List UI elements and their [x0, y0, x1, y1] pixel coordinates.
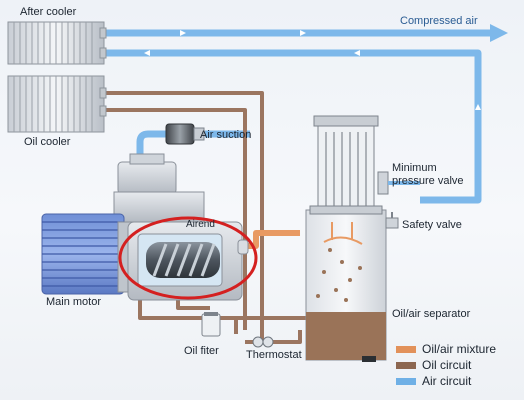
air-suction-label: Air suction: [200, 129, 252, 141]
safety-valve: [385, 212, 399, 229]
oil-air-separator-label: Oil/air separator: [392, 308, 471, 320]
minimum-pressure-valve-label-line1: Minimum: [392, 162, 437, 174]
legend-item-mixture: Oil/air mixture: [396, 341, 522, 357]
legend-label-air: Air circuit: [422, 374, 472, 388]
minimum-pressure-valve-label-line2: pressure valve: [392, 175, 464, 187]
safety-valve-label: Safety valve: [402, 219, 462, 231]
legend-swatch-air: [396, 377, 416, 385]
minimum-pressure-valve: [377, 171, 420, 195]
legend-item-air: Air circuit: [396, 373, 522, 389]
air-flow-arrows: [144, 30, 481, 110]
separator-tank: [305, 209, 387, 362]
legend: Oil/air mixture Oil circuit Air circuit: [396, 341, 522, 389]
airend-body: [127, 221, 249, 301]
airend-label: Airend: [186, 219, 215, 230]
separator-cartridge: [309, 115, 383, 215]
after-cooler: [7, 21, 107, 65]
mixture-pipe: [244, 230, 300, 249]
legend-swatch-mixture: [396, 345, 416, 353]
air-circuit-pipes: [104, 29, 490, 204]
air-suction-filter: [165, 123, 205, 145]
legend-label-mixture: Oil/air mixture: [422, 342, 497, 356]
oil-filter-label: Oil fiter: [184, 345, 219, 357]
compressed-air-label: Compressed air: [400, 15, 478, 27]
main-motor: [41, 213, 133, 295]
after-cooler-label: After cooler: [20, 6, 77, 18]
legend-swatch-oil: [396, 361, 416, 369]
oil-filter: [201, 312, 221, 337]
intake-valve-housing: [113, 153, 205, 223]
thermostat-label: Thermostat: [246, 349, 302, 361]
thermostat: [252, 336, 274, 348]
legend-label-oil: Oil circuit: [422, 358, 472, 372]
compressed-air-arrowhead: [490, 24, 508, 42]
main-motor-label: Main motor: [46, 296, 102, 308]
airend-highlight-ring: [118, 216, 258, 300]
legend-item-oil: Oil circuit: [396, 357, 522, 373]
oil-cooler-label: Oil cooler: [24, 136, 71, 148]
oil-cooler: [7, 75, 107, 133]
